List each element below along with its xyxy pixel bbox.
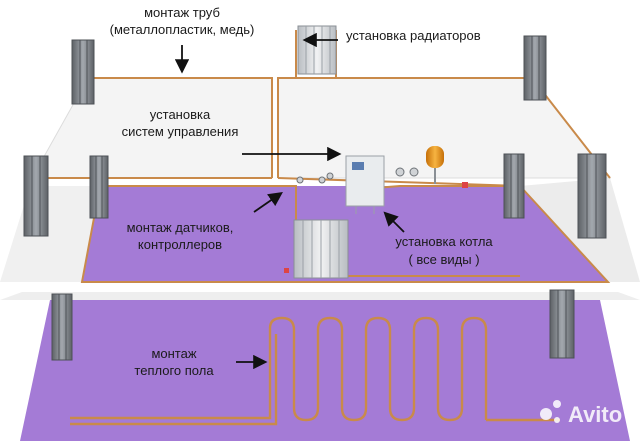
radiator-top xyxy=(297,25,337,75)
label-floor-line2: теплого пола xyxy=(134,363,214,378)
label-control-line1: установка xyxy=(150,107,211,122)
avito-watermark: Avito xyxy=(540,400,622,427)
pipes-upper xyxy=(32,30,611,187)
label-floor-line1: монтаж xyxy=(151,346,196,361)
upper-floor-right xyxy=(277,77,612,179)
label-radiators: установка радиаторов xyxy=(346,28,481,43)
radiator-middle-far-right xyxy=(577,153,607,239)
radiator-upper-left xyxy=(71,39,95,105)
radiator-middle-far-left xyxy=(23,155,49,237)
radiator-lower-right xyxy=(549,289,575,359)
radiator-lower-left xyxy=(51,293,73,361)
label-pipes-line2: (металлопластик, медь) xyxy=(110,22,255,37)
label-pipes-line1: монтаж труб xyxy=(144,5,220,20)
radiator-middle-center xyxy=(293,219,349,279)
label-boiler-line1: установка котла xyxy=(395,234,493,249)
expansion-tank xyxy=(426,146,444,184)
radiator-upper-right xyxy=(523,35,547,101)
annotation-arrows xyxy=(174,32,405,370)
boiler xyxy=(345,155,385,214)
radiator-middle-left xyxy=(89,155,109,219)
label-control-line2: систем управления xyxy=(122,124,239,139)
label-sensors-line1: монтаж датчиков, xyxy=(127,220,234,235)
gauges xyxy=(296,167,419,184)
lower-floor-purple xyxy=(20,300,630,441)
radiator-middle-right xyxy=(503,153,525,219)
avito-watermark-text: Avito xyxy=(568,402,622,427)
valves xyxy=(284,182,468,273)
label-boiler-line2: ( все виды ) xyxy=(408,252,479,267)
label-sensors-line2: контроллеров xyxy=(138,237,222,252)
underfloor-pipe xyxy=(70,316,560,426)
lower-floor-slab xyxy=(0,292,640,300)
